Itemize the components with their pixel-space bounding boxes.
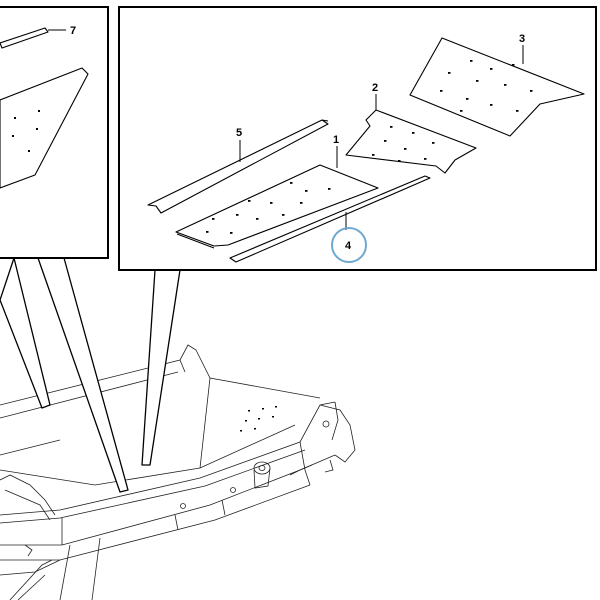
part-4-strip: 4 <box>229 175 431 263</box>
floor-holes <box>240 406 277 432</box>
highlight-circle <box>331 227 367 263</box>
part-1-plate: 1 <box>175 134 379 249</box>
part-7-strip <box>0 27 49 49</box>
callout-label-2: 2 <box>372 82 378 94</box>
left-detail-plate <box>0 67 89 189</box>
dump-body-illustration <box>0 344 356 600</box>
callout-label-5: 5 <box>236 127 242 139</box>
detail-frame-right: 5 1 <box>118 6 597 271</box>
part-5-strip: 5 <box>147 119 329 214</box>
callout-label-4: 4 <box>345 240 352 252</box>
detail-frame-left: 7 <box>0 6 109 259</box>
callout-label-3: 3 <box>519 33 525 45</box>
callout-label-7: 7 <box>70 25 76 37</box>
callout-pointer-left <box>0 257 129 493</box>
part-2-plate: 2 <box>345 82 477 174</box>
callout-label-1: 1 <box>333 134 339 146</box>
part-3-plate: 3 <box>409 33 585 137</box>
callout-pointer-right <box>141 269 181 466</box>
